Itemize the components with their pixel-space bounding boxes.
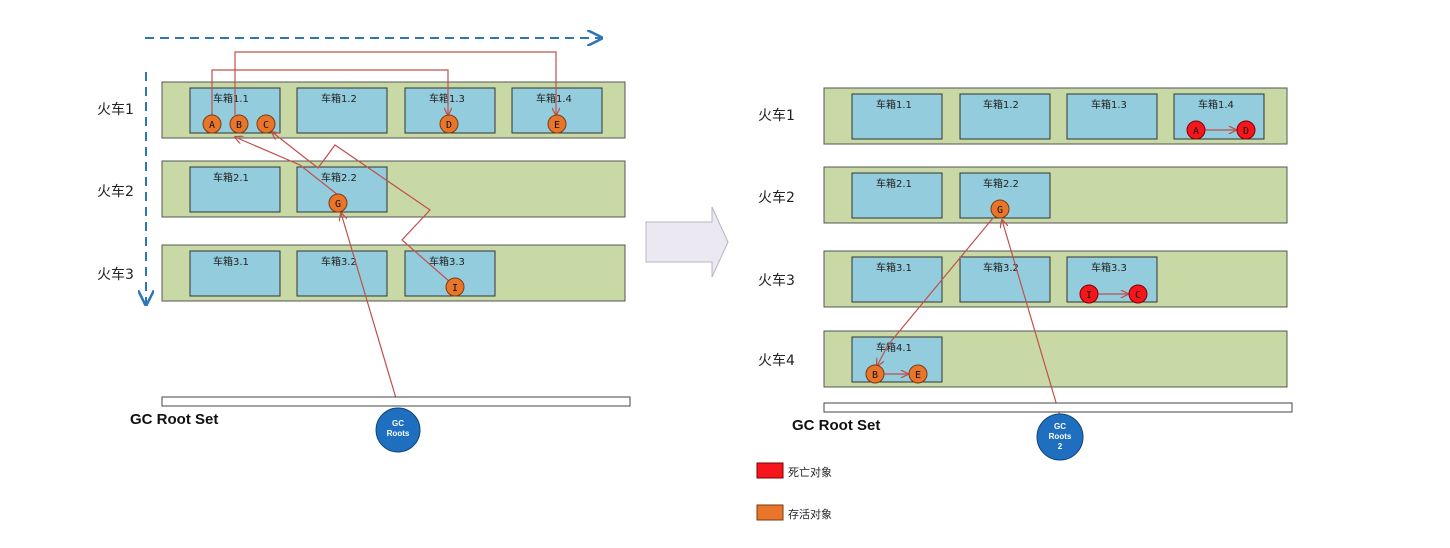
car-label: 车箱3.1 [213, 255, 249, 268]
car-1-2 [959, 93, 1051, 140]
gc-roots-label-line-1: GC [392, 419, 404, 428]
train-label-4: 火车4 [758, 352, 795, 369]
train-label-2: 火车2 [97, 183, 134, 200]
gc-roots-label-line-2: Roots [1049, 432, 1072, 441]
train-label-2: 火车2 [758, 189, 795, 206]
car-label: 车箱2.2 [983, 177, 1019, 190]
transition-arrow [645, 206, 729, 278]
car-label: 车箱1.4 [1198, 98, 1234, 111]
object-label: B [236, 120, 242, 131]
reference-edges [211, 51, 556, 406]
car-label: 车箱2.2 [321, 171, 357, 184]
legend-live-swatch [756, 504, 784, 521]
car-label: 车箱1.2 [983, 98, 1019, 111]
gc-root-set-bar [161, 396, 631, 407]
object-label: D [446, 120, 452, 131]
object-label: C [1135, 290, 1141, 301]
car-1-2 [296, 87, 388, 134]
car-2-1 [189, 166, 281, 213]
object-a [202, 114, 222, 134]
object-c [256, 114, 276, 134]
object-label: G [335, 199, 341, 210]
gc-root-set-label: GC Root Set [792, 417, 880, 434]
edge-root-to-g [1002, 220, 1061, 417]
car-1-1 [851, 93, 943, 140]
gc-root-set-label: GC Root Set [130, 411, 218, 428]
gc-roots-label-line-3: 2 [1058, 442, 1063, 451]
car-label: 车箱4.1 [876, 341, 912, 354]
edge-g-to-b [235, 137, 339, 196]
object-b [229, 114, 249, 134]
gc-roots-label-line-2: Roots [387, 429, 410, 438]
object-label: I [452, 283, 458, 294]
edge-i-to-c [272, 132, 451, 283]
object-a [1186, 120, 1206, 140]
object-i [1079, 284, 1099, 304]
object-g [990, 199, 1010, 219]
object-c [1128, 284, 1148, 304]
object-b [865, 364, 885, 384]
gc-root-set-bar [823, 402, 1293, 413]
legend-dead-swatch [756, 462, 784, 479]
car-label: 车箱1.1 [213, 92, 249, 105]
car-label: 车箱3.2 [983, 261, 1019, 274]
object-e [547, 114, 567, 134]
object-label: E [554, 120, 560, 131]
car-3-2 [959, 256, 1051, 303]
object-e [908, 364, 928, 384]
object-g [328, 193, 348, 213]
car-label: 车箱1.2 [321, 92, 357, 105]
car-1-3 [1066, 93, 1158, 140]
object-i [445, 277, 465, 297]
reference-edges [877, 130, 1236, 417]
before-panel: 火车1 火车2 火车3 车箱1.1 车箱1.2 车箱1.3 车箱1.4 车箱2.… [97, 38, 631, 453]
car-label: 车箱1.3 [1091, 98, 1127, 111]
object-d [1236, 120, 1256, 140]
train-label-1: 火车1 [97, 101, 134, 118]
car-3-2 [296, 250, 388, 297]
edge-a-to-d [211, 69, 448, 115]
car-label: 车箱3.3 [429, 255, 465, 268]
object-label: E [915, 370, 921, 381]
object-label: D [1243, 126, 1249, 137]
object-label: A [209, 120, 215, 131]
object-label: C [263, 120, 269, 131]
object-d [439, 114, 459, 134]
train-label-3: 火车3 [97, 266, 134, 283]
car-label: 车箱3.3 [1091, 261, 1127, 274]
car-label: 车箱2.1 [876, 177, 912, 190]
object-label: B [872, 370, 878, 381]
after-panel: 火车1 火车2 火车3 火车4 车箱1.1 车箱1.2 车箱1.3 车箱1.4 … [756, 87, 1293, 521]
legend-dead-label: 死亡对象 [788, 465, 832, 479]
train-label-3: 火车3 [758, 272, 795, 289]
car-label: 车箱1.1 [876, 98, 912, 111]
car-2-1 [851, 172, 943, 219]
edge-root-to-g [341, 213, 399, 406]
gc-roots-label-line-1: GC [1054, 422, 1066, 431]
object-label: A [1193, 126, 1199, 137]
legend-live-label: 存活对象 [788, 507, 832, 521]
legend: 死亡对象 存活对象 [756, 462, 832, 521]
edge-b-to-e [234, 51, 556, 115]
car-label: 车箱1.3 [429, 92, 465, 105]
object-label: I [1086, 290, 1092, 301]
edge-g-to-b [877, 217, 994, 366]
car-label: 车箱2.1 [213, 171, 249, 184]
object-label: G [997, 205, 1003, 216]
car-label: 车箱3.1 [876, 261, 912, 274]
car-label: 车箱3.2 [321, 255, 357, 268]
car-label: 车箱1.4 [536, 92, 572, 105]
train-label-1: 火车1 [758, 107, 795, 124]
gc-roots-2-node [1036, 413, 1084, 461]
gc-roots-node [375, 407, 421, 453]
car-3-1 [189, 250, 281, 297]
